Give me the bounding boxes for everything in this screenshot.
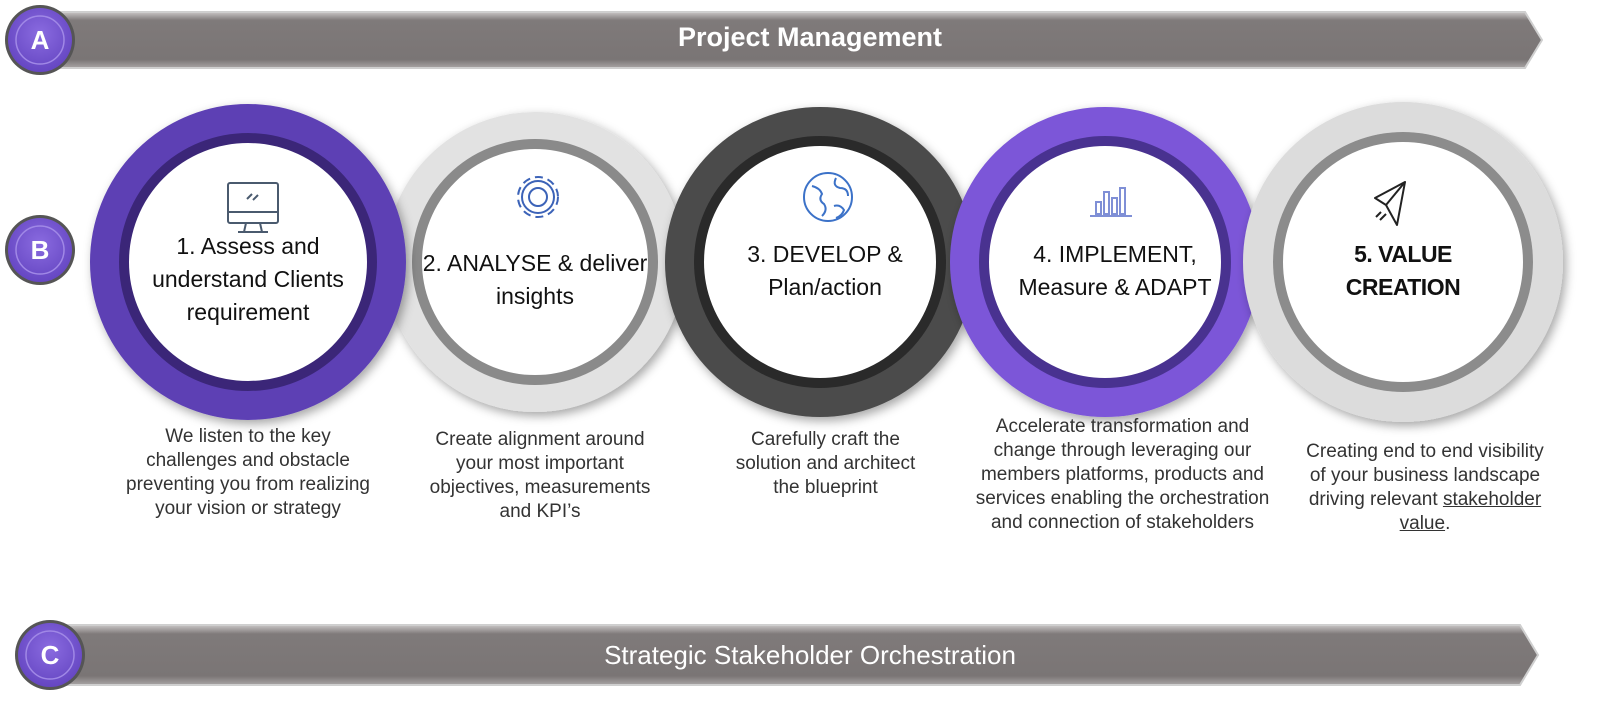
ring-1 bbox=[90, 104, 406, 420]
step-1-description: We listen to the key challenges and obst… bbox=[126, 426, 370, 519]
step-2-description: Create alignment around your most import… bbox=[429, 429, 651, 522]
step-5-description-text: Creating end to end visibility of your b… bbox=[1306, 441, 1544, 510]
paper-plane-icon bbox=[1374, 181, 1406, 226]
step-5-description-end: . bbox=[1445, 513, 1451, 534]
step-4-description: Accelerate transformation and change thr… bbox=[975, 416, 1270, 533]
step-2-title: 2. ANALYSE & deliver insights bbox=[422, 250, 648, 309]
badge-a-label: A bbox=[30, 25, 50, 55]
badge-b-label: B bbox=[30, 235, 50, 265]
step-3-title: 3. DEVELOP & Plan/action bbox=[747, 241, 903, 300]
stakeholder-orchestration-title: Strategic Stakeholder Orchestration bbox=[604, 640, 1016, 670]
step-1-title: 1. Assess and understand Clients require… bbox=[152, 233, 344, 325]
step-5-description: Creating end to end visibility of your b… bbox=[1300, 440, 1550, 536]
step-3-description: Carefully craft the solution and archite… bbox=[735, 429, 916, 498]
stakeholder-value-link[interactable]: stakeholder value bbox=[1399, 489, 1542, 534]
project-management-title: Project Management bbox=[677, 22, 943, 52]
step-4-title: 4. IMPLEMENT, Measure & ADAPT bbox=[1018, 241, 1212, 300]
monitor-icon bbox=[227, 182, 279, 233]
bar-chart-icon bbox=[1090, 187, 1132, 217]
gear-icon bbox=[517, 176, 559, 218]
ring-5 bbox=[1243, 102, 1563, 422]
globe-icon bbox=[803, 172, 853, 222]
badge-c bbox=[15, 620, 85, 690]
badge-b bbox=[5, 215, 75, 285]
step-5-title: 5. VALUE CREATION bbox=[1345, 241, 1461, 300]
badge-a bbox=[5, 5, 75, 75]
badge-c-label: C bbox=[40, 640, 60, 670]
